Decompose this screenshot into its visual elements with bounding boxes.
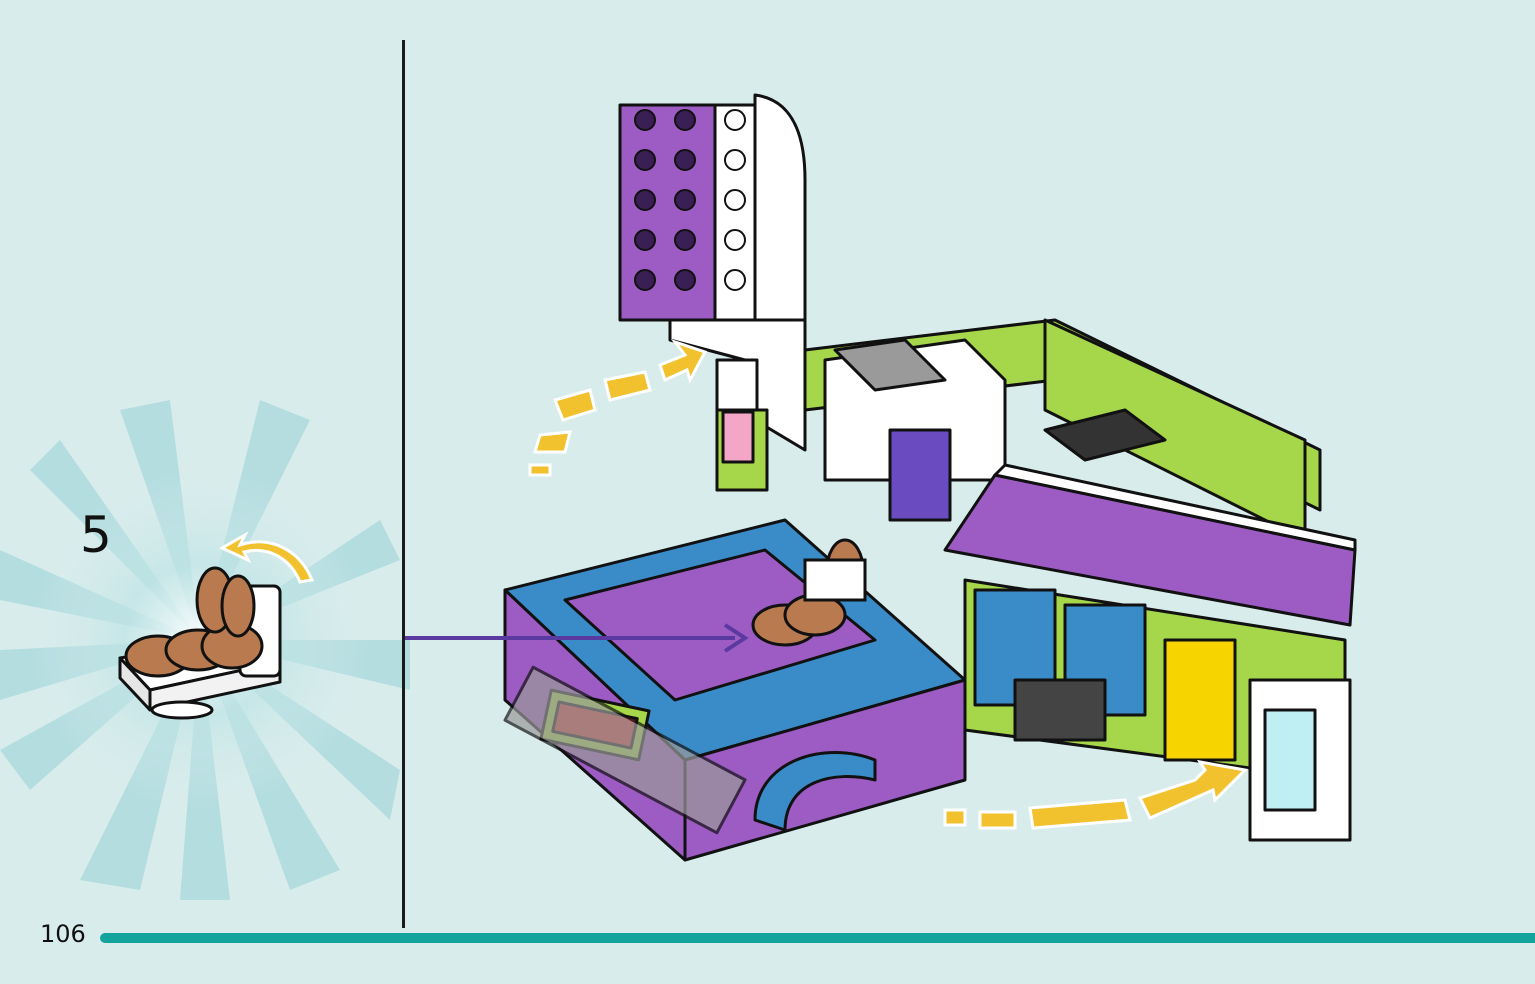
placement-arrow-icon [405, 623, 749, 653]
front-module [943, 463, 1357, 842]
rotation-arrow-bottom [943, 759, 1249, 830]
page-number: 106 [40, 920, 86, 948]
placed-seat [751, 538, 867, 647]
folding-wall-panel [618, 93, 807, 492]
rotate-arrow-icon [218, 531, 315, 584]
main-assembly-illustration [405, 93, 1357, 862]
footer-accent-line [100, 933, 1535, 943]
seat-piece-icon [118, 566, 282, 720]
sub-assembly-callout [0, 400, 410, 900]
rotation-arrow-top [528, 339, 708, 477]
wall-studs [634, 109, 746, 291]
panel-divider [402, 40, 405, 928]
vehicle-base [503, 518, 967, 862]
back-wall [803, 318, 1322, 542]
step-number: 5 [80, 506, 112, 564]
